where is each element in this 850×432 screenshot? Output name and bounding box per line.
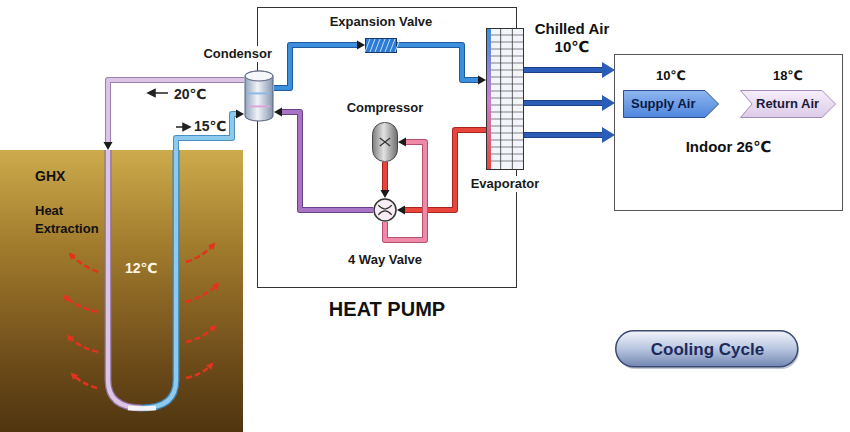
pipe-connector [104,80,245,150]
condenser-cylinder: Condensor [244,70,274,122]
pipe-outline [382,162,388,192]
region-title: GHX [35,168,65,184]
pipe-outline [397,45,480,80]
air-label: Supply Air [631,96,696,112]
arrow-head [357,41,365,50]
pipe-connector [397,45,486,85]
pipe-connector [274,41,365,89]
pipe-line [524,68,606,72]
pipe-line [274,45,359,88]
pipe-line [280,112,373,210]
pipe-line [524,133,606,137]
compressor-symbol: Compressor [372,122,398,162]
edge-label: 15℃ [192,118,229,134]
pipe-outline [274,45,359,88]
pipe-outline [524,100,606,106]
pipe-line [397,45,480,80]
pipe-outline [280,112,373,210]
arrow-head [478,76,486,85]
evaporator-coil-shape [486,28,524,170]
mode-button: Cooling Cycle [615,330,800,370]
component-label: Expansion Valve [328,14,435,30]
arrow-head [236,110,244,119]
pipe-connector [176,110,244,151]
ground-heat-exchanger: GHX Heat Extraction 12℃ [0,150,243,432]
component-label: 4 Way Valve [346,252,424,268]
return-air-chevron: 18℃Return Air [740,90,836,118]
pipe-outline [524,132,606,138]
component-label: Compressor [345,100,426,116]
pipe-connector [524,127,615,143]
pipe-outline [524,67,606,73]
pipe-line [176,114,238,150]
pipe-line [383,162,387,192]
temperature-label: 12℃ [125,260,158,276]
arrow-head [602,95,615,111]
evaporator-coil: Evaporator [486,28,524,170]
pipe-line [108,80,244,144]
condenser-cylinder-shape [244,70,274,122]
mode-label: Cooling Cycle [651,340,764,360]
arrow-head [274,108,282,117]
air-label: Return Air [756,96,819,112]
component-label: Condensor [201,46,274,62]
compressor-symbol-shape [372,122,398,162]
arrow-head [398,138,406,147]
heat-pump-box: HEAT PUMPCondensorExpansion ValveCompres… [258,8,516,287]
pipe-line [524,101,606,105]
flow-direction-arrow [176,124,190,131]
region-note: Heat Extraction [35,202,115,238]
supply-air-chevron: 10℃Supply Air [623,90,719,118]
temperature-label: 18℃ [773,68,803,84]
edge-label: Chilled Air 10℃ [530,20,614,56]
pipe-outline [176,114,238,150]
arrow-head [104,142,113,150]
temperature-label: 10℃ [656,68,686,84]
component-label: Evaporator [469,176,542,192]
four-way-valve: 4 Way Valve [373,198,397,222]
pipe-connector [524,95,615,111]
pipe-connector [524,62,615,78]
flow-direction-arrow [148,90,168,97]
edge-label: 20℃ [172,86,209,102]
arrow-head [602,62,615,78]
arrow-head [381,190,390,198]
pipe-connector [274,108,373,211]
arrow-head [397,206,405,215]
room-label: Indoor 26℃ [686,138,772,156]
pipe-outline [108,80,244,144]
box-heading: HEAT PUMP [329,297,445,321]
pipe-connector [381,162,390,198]
arrow-head [602,127,615,143]
expansion-valve: Expansion Valve [365,38,397,53]
ground-heat-exchanger-shape [0,150,243,432]
four-way-valve-shape [373,198,397,222]
indoor-room: Indoor 26℃10℃Supply Air18℃Return Air [615,55,842,210]
expansion-valve-shape [365,38,397,53]
